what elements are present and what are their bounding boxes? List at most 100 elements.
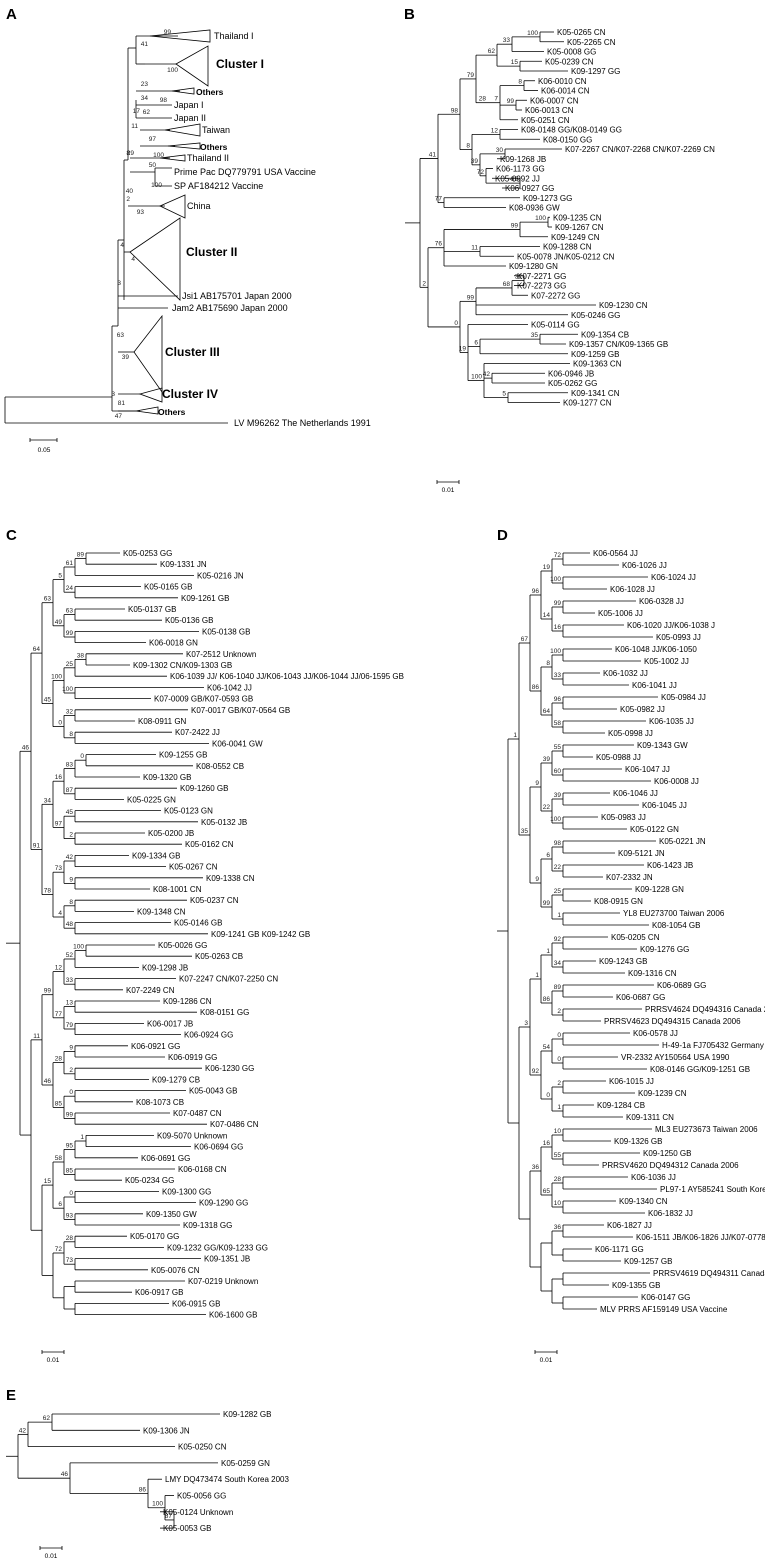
tip-label: K07-0219 Unknown xyxy=(188,1277,258,1286)
tip-label: K06-0564 JJ xyxy=(593,549,638,558)
tip-label: K05-0998 JJ xyxy=(608,729,653,738)
tip-label: PRRSV4620 DQ494312 Canada 2006 xyxy=(602,1161,739,1170)
bootstrap-value: 32 xyxy=(515,274,523,281)
tip-label: K07-0009 GB/K07-0593 GB xyxy=(154,695,253,704)
tip-label: K09-1311 CN xyxy=(626,1113,674,1122)
tip-label: K06-1171 GG xyxy=(595,1245,644,1254)
tip-label: K05-0267 CN xyxy=(169,863,218,872)
bootstrap-value: 42 xyxy=(483,371,491,378)
bootstrap-value: 96 xyxy=(554,696,562,703)
bootstrap-value: 12 xyxy=(491,127,499,134)
tip-label: K09-1355 GB xyxy=(612,1281,660,1290)
tip-label: K06-1048 JJ/K06-1050 xyxy=(615,645,697,654)
bootstrap-value: 55 xyxy=(554,744,562,751)
tip-label: YL8 EU273700 Taiwan 2006 xyxy=(623,909,725,918)
tip-label: K09-1232 GG/K09-1233 GG xyxy=(167,1243,268,1252)
bootstrap-value: 36 xyxy=(532,1164,540,1171)
tip-label: K09-1290 GG xyxy=(199,1199,248,1208)
bootstrap-value: 89 xyxy=(77,552,85,559)
bootstrap-value: 8 xyxy=(546,660,550,667)
bootstrap-value: 1 xyxy=(80,1134,84,1141)
bootstrap-value: 72 xyxy=(477,169,485,176)
tip-label: K06-0013 CN xyxy=(525,106,574,115)
bootstrap-value: 11 xyxy=(131,123,138,130)
tip-label: Thailand I xyxy=(214,31,254,41)
bootstrap-value: 47 xyxy=(115,413,123,420)
tip-label: K06-0691 GG xyxy=(141,1154,190,1163)
tip-label: K09-1288 CN xyxy=(543,243,592,252)
tip-label: K07-2271 GG xyxy=(517,272,566,281)
bootstrap-value: 16 xyxy=(554,624,562,631)
bootstrap-value: 6 xyxy=(58,1201,62,1208)
bootstrap-value: 29 xyxy=(127,150,135,157)
cluster-label: Cluster II xyxy=(186,245,237,259)
bootstrap-value: 12 xyxy=(55,965,63,972)
tip-label: K06-1020 JJ/K06-1038 J xyxy=(627,621,715,630)
bootstrap-value: 91 xyxy=(33,842,41,849)
tip-label: K05-0114 GG xyxy=(531,321,580,330)
tip-label: K09-1350 GW xyxy=(146,1210,197,1219)
bootstrap-value: 22 xyxy=(554,864,562,871)
tip-label: PRRSV4623 DQ494315 Canada 2006 xyxy=(604,1017,741,1026)
scale-bar-label: 0.05 xyxy=(38,447,51,454)
tip-label: K05-1002 JJ xyxy=(644,657,689,666)
tip-label: MLV PRRS AF159149 USA Vaccine xyxy=(600,1305,728,1314)
bootstrap-value: 85 xyxy=(55,1100,63,1107)
bootstrap-value: 35 xyxy=(521,828,529,835)
tip-label: K09-1300 GG xyxy=(162,1187,211,1196)
tip-label: K05-0122 GN xyxy=(630,825,679,834)
bootstrap-value: 34 xyxy=(141,95,149,102)
tip-label: K05-0259 GN xyxy=(221,1459,270,1468)
tip-label: K06-1045 JJ xyxy=(642,801,687,810)
tip-label: K09-1338 CN xyxy=(206,874,255,883)
bootstrap-value: 13 xyxy=(66,1000,74,1007)
tip-label: K09-1316 CN xyxy=(628,969,677,978)
tip-label: K06-1047 JJ xyxy=(625,765,670,774)
bootstrap-value: 60 xyxy=(554,768,562,775)
bootstrap-value: 77 xyxy=(55,1011,63,1018)
bootstrap-value: 28 xyxy=(66,1235,74,1242)
panel-letter-d: D xyxy=(497,527,508,544)
tip-label: K09-1286 CN xyxy=(163,997,212,1006)
bootstrap-value: 63 xyxy=(44,596,52,603)
bootstrap-value: 100 xyxy=(151,182,162,189)
tip-label: K06-1511 JB/K06-1826 JJ/K07-0778 JB xyxy=(636,1233,765,1242)
tip-label: K06-0014 CN xyxy=(541,87,590,96)
bootstrap-value: 100 xyxy=(73,944,84,951)
bootstrap-value: 39 xyxy=(554,792,562,799)
cluster-label: Cluster III xyxy=(165,345,220,359)
bootstrap-value: 99 xyxy=(164,29,172,36)
tip-label: K09-1298 JB xyxy=(142,963,188,972)
tip-label: K05-0056 GG xyxy=(177,1492,226,1501)
tip-label: K09-1343 GW xyxy=(637,741,688,750)
tip-label: K06-0687 GG xyxy=(616,993,665,1002)
tip-label: K05-0137 GB xyxy=(128,605,176,614)
bootstrap-value: 8 xyxy=(69,899,73,906)
bootstrap-value: 3 xyxy=(524,1020,528,1027)
bootstrap-value: 25 xyxy=(66,661,74,668)
tip-label: K06-1600 GB xyxy=(209,1311,257,1320)
panel-letter-a: A xyxy=(6,6,17,23)
panel-b-tree: 1003315628997287912309972398987741100991… xyxy=(405,28,715,494)
tip-label: K09-1284 CB xyxy=(597,1101,645,1110)
tip-label: K07-2267 CN/K07-2268 CN/K07-2269 CN xyxy=(565,145,715,154)
bootstrap-value: 89 xyxy=(554,984,562,991)
bootstrap-value: 49 xyxy=(55,619,63,626)
bootstrap-value: 100 xyxy=(51,673,62,680)
tip-label: K09-1279 CB xyxy=(152,1075,200,1084)
tip-label: K05-0043 GB xyxy=(189,1087,237,1096)
bootstrap-value: 100 xyxy=(153,152,164,159)
bootstrap-value: 1 xyxy=(535,972,539,979)
panel-d-tree: 7210019991614961003389658648667556039391… xyxy=(497,549,765,1364)
bootstrap-value: 1 xyxy=(557,912,561,919)
tip-label: K09-1259 GB xyxy=(571,350,619,359)
tip-label: K06-1041 JJ xyxy=(632,681,677,690)
tip-label: K05-1006 JJ xyxy=(598,609,643,618)
tip-label: K05-0988 JJ xyxy=(596,753,641,762)
bootstrap-value: 30 xyxy=(496,147,504,154)
bootstrap-value: 48 xyxy=(66,921,74,928)
tip-label: K05-2265 CN xyxy=(567,38,616,47)
bootstrap-value: 86 xyxy=(532,684,540,691)
